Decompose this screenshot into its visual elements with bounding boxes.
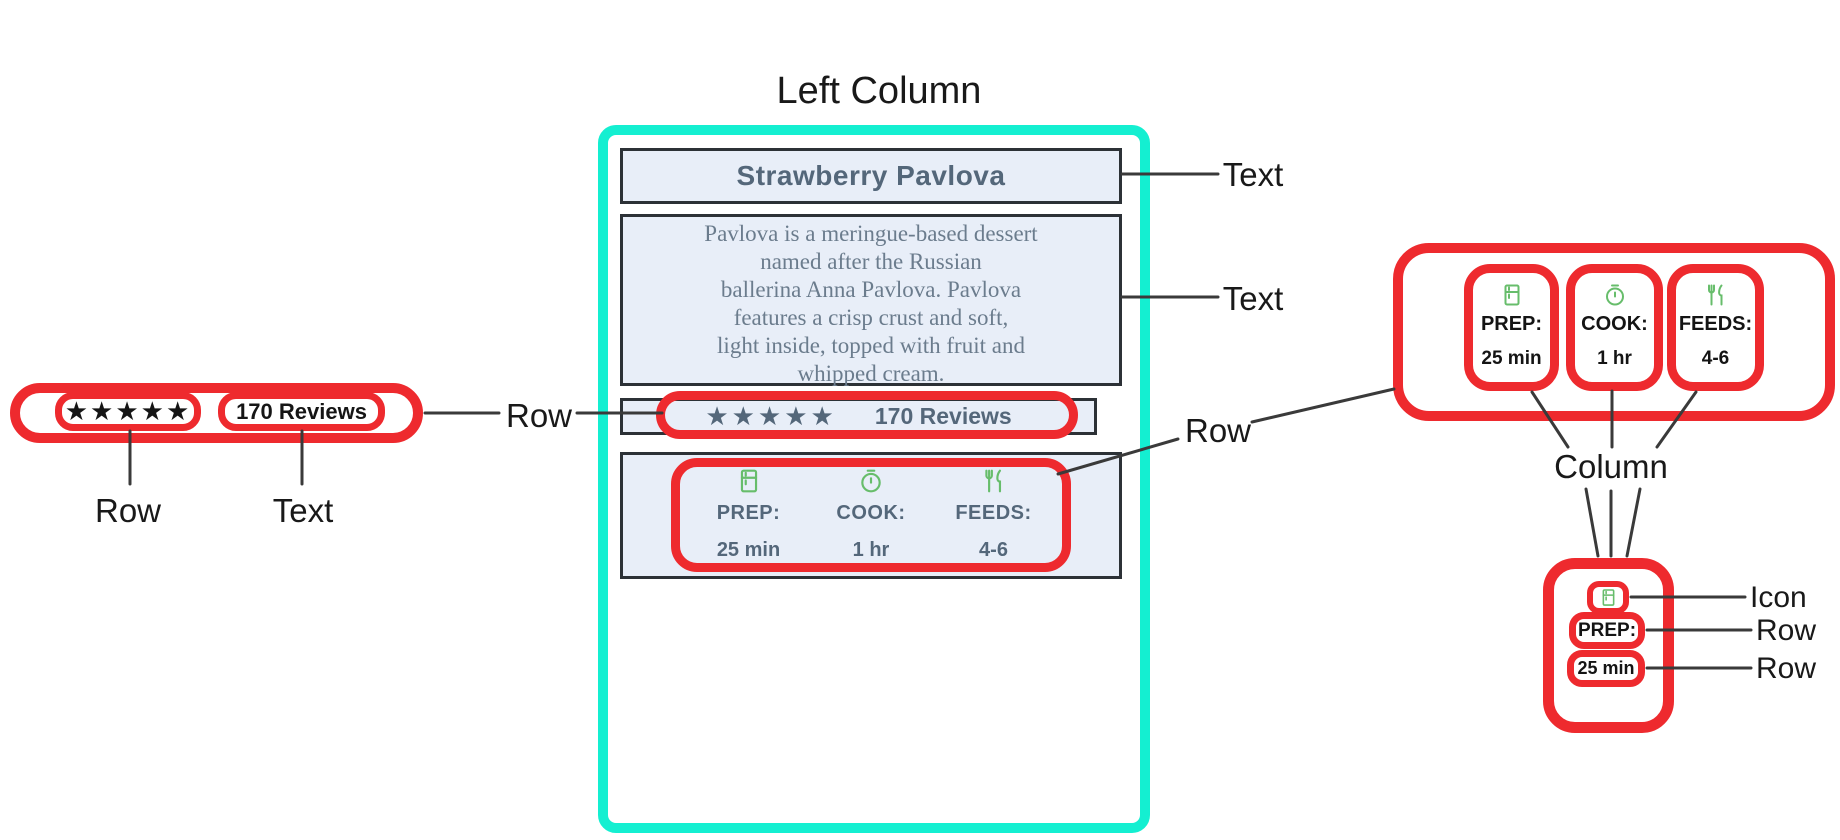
- text-label-reviews: Text: [272, 492, 334, 529]
- stat-value: 1 hr: [852, 539, 890, 561]
- ratings-row: ★★★★★ 170 Reviews: [620, 398, 1097, 435]
- reviews-count-text: 170 Reviews: [874, 403, 1012, 429]
- stat-label: PREP:: [1480, 313, 1543, 335]
- icon-chip: [1587, 581, 1629, 614]
- left-column-label: Left Column: [776, 70, 982, 112]
- restaurant-icon: [984, 469, 1001, 493]
- prep-value-chip: 25 min: [1567, 650, 1645, 687]
- text-label-description: Text: [1222, 280, 1284, 317]
- recipe-title: Strawberry Pavlova: [736, 160, 1006, 191]
- icon-label: Icon: [1750, 581, 1807, 614]
- stat-value: 25 min: [1481, 348, 1542, 369]
- line-column-label-to-card-3: [1625, 487, 1642, 558]
- feeds-card: FEEDS: 4-6: [1667, 264, 1764, 391]
- row-label-stars: Row: [94, 492, 162, 529]
- ratings-row-highlight: [656, 391, 1078, 439]
- stat-feeds: FEEDS: 4-6: [939, 462, 1049, 568]
- stat-cook: COOK: 1 hr: [816, 462, 926, 568]
- stat-value: 4-6: [1701, 348, 1730, 369]
- recipe-description-box: Pavlova is a meringue-based dessert name…: [620, 214, 1122, 386]
- stars-chip: ★★★★★: [55, 392, 201, 431]
- text-label-title: Text: [1222, 156, 1284, 193]
- stat-value: 4-6: [979, 539, 1008, 561]
- line-column-label-to-card-1: [1584, 487, 1600, 558]
- stat-value: 1 hr: [1597, 348, 1632, 369]
- stat-label: COOK:: [1581, 313, 1648, 335]
- stat-label: FEEDS:: [955, 502, 1032, 524]
- stat-label: PREP:: [716, 502, 781, 524]
- timer-icon: [861, 469, 881, 493]
- stats-row-highlight: [671, 458, 1071, 572]
- stats-row: PREP: 25 min COOK: 1 hr FEEDS: 4-6: [681, 462, 1061, 568]
- row-label-ratings: Row: [505, 397, 573, 434]
- prep-label-chip: PREP:: [1569, 612, 1645, 649]
- cook-card: COOK: 1 hr: [1566, 264, 1663, 391]
- recipe-title-box: Strawberry Pavlova: [620, 148, 1122, 204]
- stat-label: COOK:: [836, 502, 906, 524]
- kitchen-icon: [740, 469, 757, 493]
- column-label: Column: [1554, 448, 1668, 485]
- prep-card: PREP: 25 min: [1464, 264, 1559, 391]
- row-label-stats: Row: [1184, 412, 1252, 449]
- row-label-prep: Row: [1756, 614, 1817, 647]
- star-rating-icons: ★★★★★: [64, 396, 192, 426]
- stat-prep: PREP: 25 min: [694, 462, 804, 568]
- star-rating-icons: ★★★★★: [705, 401, 837, 431]
- recipe-description: Pavlova is a meringue-based dessert name…: [704, 221, 1038, 386]
- kitchen-icon: [1602, 589, 1614, 606]
- kitchen-icon: [1504, 284, 1519, 306]
- stat-value: 25 min: [716, 539, 781, 561]
- timer-icon: [1605, 284, 1624, 306]
- stat-label: FEEDS:: [1678, 313, 1753, 335]
- row-label-value: Row: [1756, 652, 1817, 685]
- restaurant-icon: [1707, 284, 1722, 306]
- reviews-chip: 170 Reviews: [218, 392, 385, 431]
- line-row-label-to-right-panel: [1250, 387, 1396, 424]
